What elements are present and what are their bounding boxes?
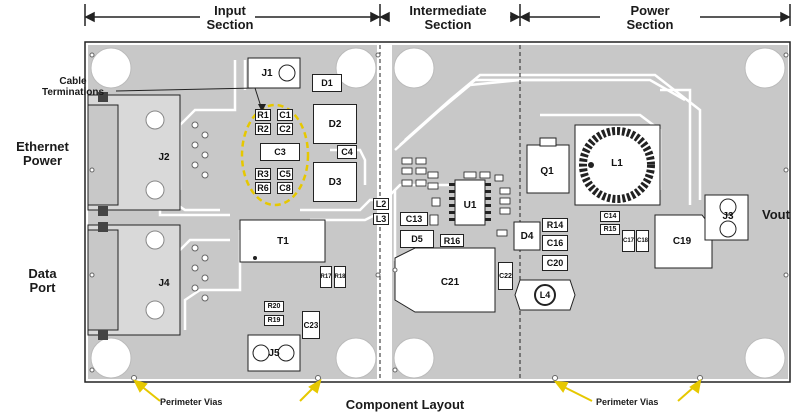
component-layout-title: Component Layout: [345, 397, 465, 412]
component-C8: C8: [277, 182, 293, 194]
perimeter-vias-left-label: Perimeter Vias: [160, 397, 223, 407]
component-R16: R16: [440, 234, 464, 247]
data-port-label: Data Port: [28, 266, 57, 296]
component-C17: C17: [622, 230, 635, 252]
component-C23: C23: [302, 311, 320, 339]
component-T1: T1: [277, 235, 289, 247]
component-C16: C16: [542, 235, 568, 251]
component-D3: D3: [313, 162, 357, 202]
component-R3: R3: [255, 168, 271, 180]
component-D2: D2: [313, 104, 357, 144]
component-C14: C14: [600, 211, 620, 222]
component-C3: C3: [260, 143, 300, 161]
component-R19: R19: [264, 315, 284, 326]
intermediate-section-label: Intermediate Section: [409, 3, 487, 33]
component-J1: J1: [261, 67, 273, 79]
component-C5: C5: [277, 168, 293, 180]
component-R6: R6: [255, 182, 271, 194]
ethernet-power-label: Ethernet Power: [16, 139, 69, 169]
vout-label: Vout: [762, 207, 790, 222]
component-R1: R1: [255, 109, 271, 121]
component-C13: C13: [400, 212, 428, 226]
perimeter-vias-right-label: Perimeter Vias: [596, 397, 659, 407]
component-C19: C19: [672, 235, 692, 247]
component-R2: R2: [255, 123, 271, 135]
component-C22: C22: [498, 262, 513, 290]
component-C4: C4: [337, 145, 357, 159]
component-L1: L1: [611, 157, 623, 169]
component-D1: D1: [312, 74, 342, 92]
component-U1: U1: [463, 199, 477, 211]
component-R17: R17: [320, 266, 332, 288]
component-J4: J4: [158, 277, 170, 289]
component-J3: J3: [722, 210, 734, 222]
component-R15: R15: [600, 224, 620, 235]
component-C20: C20: [542, 255, 568, 271]
power-section-label: Power Section: [626, 3, 674, 33]
component-D5: D5: [400, 230, 434, 248]
input-section-label: Input Section: [206, 3, 254, 33]
component-C1: C1: [277, 109, 293, 121]
component-L3: L3: [373, 213, 389, 225]
component-R18: R18: [334, 266, 346, 288]
component-L2: L2: [373, 198, 389, 210]
component-C18: C18: [636, 230, 649, 252]
section-dimension-lines: [84, 4, 791, 26]
component-R14: R14: [542, 218, 568, 232]
component-Q1: Q1: [540, 165, 554, 177]
component-C21: C21: [440, 276, 460, 288]
component-C2: C2: [277, 123, 293, 135]
component-D4: D4: [520, 230, 534, 242]
cable-terminations-label: Cable Terminations: [41, 76, 105, 98]
component-L4: L4: [539, 290, 551, 300]
component-J5: J5: [268, 347, 280, 359]
component-J2: J2: [158, 151, 170, 163]
component-R20: R20: [264, 301, 284, 312]
